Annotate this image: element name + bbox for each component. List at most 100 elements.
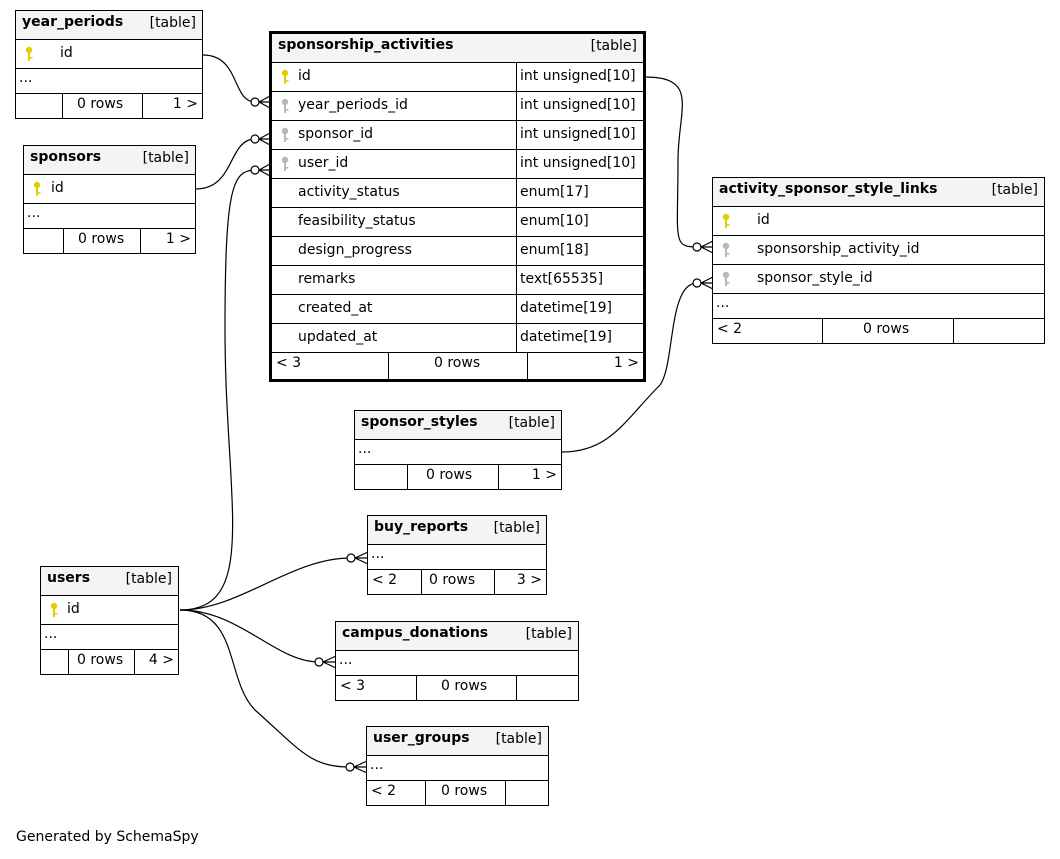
footer-row-count: 0 rows bbox=[429, 572, 476, 588]
column-type: enum[18] bbox=[520, 242, 589, 258]
column-row[interactable]: id bbox=[713, 207, 1044, 236]
footer-parents: 4 > bbox=[148, 652, 174, 668]
column-row[interactable]: design_progress enum[18] bbox=[272, 237, 643, 266]
column-row[interactable]: sponsor_id int unsigned[10] bbox=[272, 121, 643, 150]
foreign-key-icon bbox=[281, 127, 289, 142]
table-name: users bbox=[47, 570, 91, 586]
table-buy-reports[interactable]: buy_reports [table] ... < 2 0 rows 3 > bbox=[367, 515, 547, 595]
footer-children: < 3 bbox=[276, 355, 302, 371]
column-row[interactable]: id bbox=[41, 596, 178, 625]
edge-users-to-buy-reports bbox=[179, 557, 352, 611]
edge-activities-to-links bbox=[644, 76, 698, 248]
footer-row-count: 0 rows bbox=[78, 231, 125, 247]
table-footer: < 3 0 rows 1 > bbox=[272, 353, 643, 379]
crowfoot-circle bbox=[250, 165, 260, 175]
column-row[interactable]: sponsorship_activity_id bbox=[713, 236, 1044, 265]
column-name: feasibility_status bbox=[298, 213, 416, 229]
column-row[interactable]: year_periods_id int unsigned[10] bbox=[272, 92, 643, 121]
table-name: year_periods bbox=[22, 14, 124, 30]
footer-row-count: 0 rows bbox=[863, 321, 910, 337]
crowfoot-circle bbox=[314, 657, 324, 667]
footer-parents: 1 > bbox=[172, 96, 198, 112]
primary-key-icon bbox=[281, 69, 289, 84]
table-footer: < 2 0 rows 3 > bbox=[368, 570, 546, 594]
crowfoot-circle bbox=[250, 97, 260, 107]
table-sponsor-styles[interactable]: sponsor_styles [table] ... 0 rows 1 > bbox=[354, 410, 562, 490]
more-columns: ... bbox=[355, 440, 561, 465]
column-row[interactable]: updated_at datetime[19] bbox=[272, 324, 643, 353]
foreign-key-icon bbox=[722, 242, 730, 257]
primary-key-icon bbox=[50, 602, 58, 617]
column-name: created_at bbox=[298, 300, 373, 316]
crowfoot-circle bbox=[692, 242, 702, 252]
footer-row-count: 0 rows bbox=[441, 678, 488, 694]
table-kind: [table] bbox=[495, 731, 542, 747]
generator-credit: Generated by SchemaSpy bbox=[16, 829, 199, 845]
edge-users-to-user-groups bbox=[179, 609, 351, 768]
column-row[interactable]: id bbox=[24, 175, 195, 204]
table-footer: 0 rows 1 > bbox=[16, 94, 202, 118]
table-year-periods[interactable]: year_periods [table] id ... 0 rows 1 > bbox=[15, 10, 203, 119]
column-name: sponsor_style_id bbox=[757, 270, 873, 286]
column-name: design_progress bbox=[298, 242, 412, 258]
primary-key-icon bbox=[33, 181, 41, 196]
column-type: text[65535] bbox=[520, 271, 604, 287]
table-header: user_groups [table] bbox=[367, 727, 548, 756]
more-columns: ... bbox=[24, 204, 195, 229]
column-type: int unsigned[10] bbox=[520, 155, 636, 171]
table-kind: [table] bbox=[142, 150, 189, 166]
column-name: activity_status bbox=[298, 184, 400, 200]
footer-parents: 1 > bbox=[613, 355, 639, 371]
footer-row-count: 0 rows bbox=[77, 652, 124, 668]
table-name: buy_reports bbox=[374, 519, 469, 535]
table-header: users [table] bbox=[41, 567, 178, 596]
column-type: datetime[19] bbox=[520, 329, 612, 345]
crowfoot-circle bbox=[250, 134, 260, 144]
column-type: int unsigned[10] bbox=[520, 126, 636, 142]
table-sponsorship-activities[interactable]: sponsorship_activities [table] id int un… bbox=[269, 31, 646, 382]
column-name: sponsorship_activity_id bbox=[757, 241, 920, 257]
column-type: enum[17] bbox=[520, 184, 589, 200]
column-row[interactable]: created_at datetime[19] bbox=[272, 295, 643, 324]
footer-parents: 3 > bbox=[516, 572, 542, 588]
table-kind: [table] bbox=[149, 15, 196, 31]
table-name: activity_sponsor_style_links bbox=[719, 181, 938, 197]
column-row[interactable]: id bbox=[16, 40, 202, 69]
column-name: id bbox=[67, 601, 80, 617]
column-name: id bbox=[60, 45, 73, 61]
table-kind: [table] bbox=[991, 182, 1038, 198]
table-sponsors[interactable]: sponsors [table] id ... 0 rows 1 > bbox=[23, 145, 196, 254]
more-columns: ... bbox=[368, 545, 546, 570]
table-footer: < 3 0 rows bbox=[336, 676, 578, 700]
table-campus-donations[interactable]: campus_donations [table] ... < 3 0 rows bbox=[335, 621, 579, 701]
table-kind: [table] bbox=[508, 415, 555, 431]
primary-key-icon bbox=[25, 46, 33, 61]
crowfoot-circle bbox=[346, 553, 356, 563]
column-row[interactable]: feasibility_status enum[10] bbox=[272, 208, 643, 237]
table-users[interactable]: users [table] id ... 0 rows 4 > bbox=[40, 566, 179, 675]
column-name: user_id bbox=[298, 155, 349, 171]
column-name: remarks bbox=[298, 271, 356, 287]
column-row[interactable]: id int unsigned[10] bbox=[272, 63, 643, 92]
column-type: datetime[19] bbox=[520, 300, 612, 316]
table-name: sponsorship_activities bbox=[278, 37, 454, 53]
column-type: int unsigned[10] bbox=[520, 97, 636, 113]
table-user-groups[interactable]: user_groups [table] ... < 2 0 rows bbox=[366, 726, 549, 806]
footer-children: < 2 bbox=[372, 572, 398, 588]
table-header: sponsorship_activities [table] bbox=[272, 34, 643, 63]
column-row[interactable]: user_id int unsigned[10] bbox=[272, 150, 643, 179]
column-row[interactable]: sponsor_style_id bbox=[713, 265, 1044, 294]
table-footer: 0 rows 4 > bbox=[41, 650, 178, 674]
table-kind: [table] bbox=[525, 626, 572, 642]
table-kind: [table] bbox=[125, 571, 172, 587]
table-header: sponsor_styles [table] bbox=[355, 411, 561, 440]
column-row[interactable]: activity_status enum[17] bbox=[272, 179, 643, 208]
table-kind: [table] bbox=[590, 38, 637, 54]
crowfoot-circle bbox=[692, 278, 702, 288]
edge-year-periods-to-activities bbox=[202, 54, 256, 103]
column-row[interactable]: remarks text[65535] bbox=[272, 266, 643, 295]
table-activity-sponsor-style-links[interactable]: activity_sponsor_style_links [table] id … bbox=[712, 177, 1045, 344]
column-name: id bbox=[757, 212, 770, 228]
footer-row-count: 0 rows bbox=[77, 96, 124, 112]
table-header: activity_sponsor_style_links [table] bbox=[713, 178, 1044, 207]
